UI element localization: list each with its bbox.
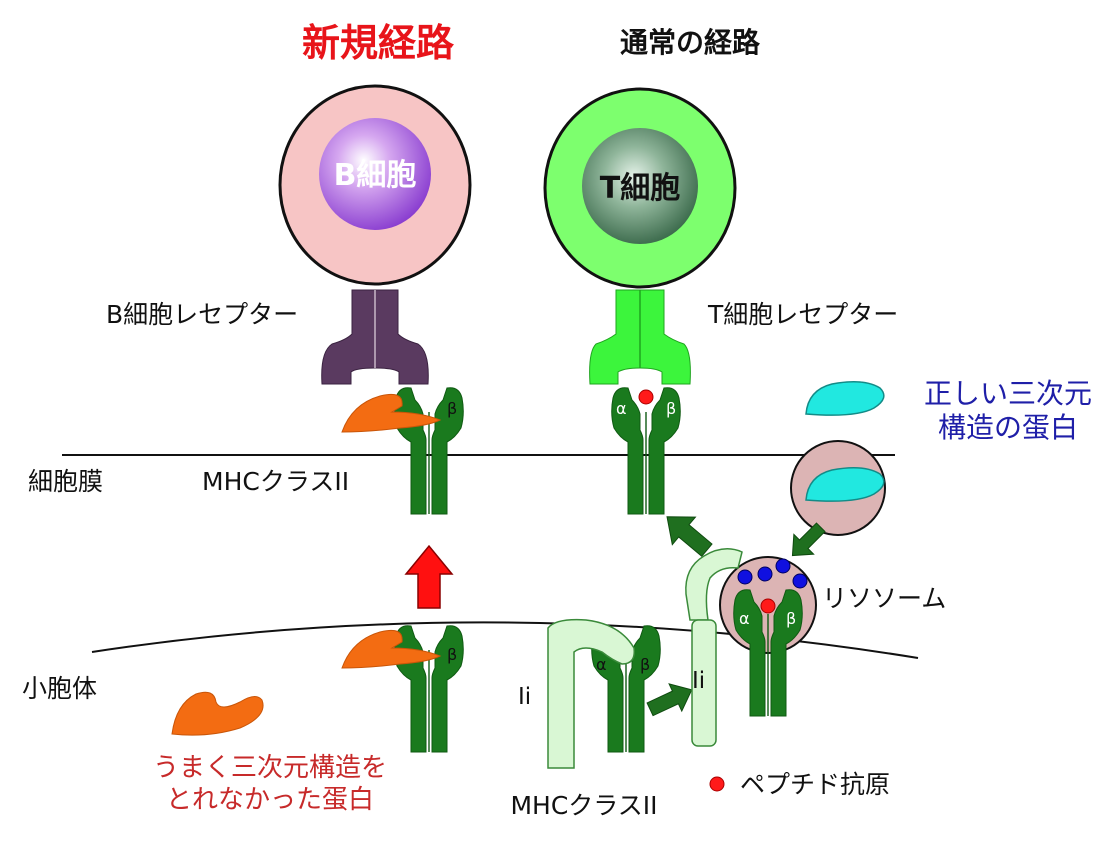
correct-protein-label-line2: 構造の蛋白 bbox=[938, 411, 1078, 444]
t-cell: T細胞 bbox=[543, 87, 737, 289]
arrow-vesicle-to-lysosome bbox=[791, 522, 826, 557]
correct-protein-label-line1: 正しい三次元 bbox=[924, 377, 1092, 410]
title-normal-pathway: 通常の経路 bbox=[620, 26, 761, 59]
ii-label-right: Ii bbox=[692, 668, 705, 694]
lysosome-label: リソソーム bbox=[822, 584, 946, 613]
invariant-chain-released-stem bbox=[691, 619, 717, 747]
beta-label-lysosome: β bbox=[786, 609, 796, 628]
t-cell-receptor-label: T細胞レセプター bbox=[707, 300, 898, 329]
arrow-lysosome-to-surface bbox=[666, 516, 713, 557]
b-cell: B細胞 bbox=[278, 84, 472, 286]
title-new-pathway: 新規経路 bbox=[302, 21, 455, 65]
b-cell-nucleus bbox=[319, 118, 431, 230]
misfolded-protein-free bbox=[171, 691, 264, 736]
upward-arrow-red bbox=[404, 544, 454, 609]
alpha-label-lysosome: α bbox=[739, 609, 750, 628]
b-cell-receptor-label: B細胞レセプター bbox=[106, 300, 298, 329]
beta-label-surface-new: β bbox=[447, 399, 457, 418]
b-cell-receptor bbox=[321, 289, 429, 385]
t-cell-label: T細胞 bbox=[600, 171, 680, 206]
mhc-label-lower: MHCクラスII bbox=[510, 791, 657, 820]
invariant-chain-er bbox=[547, 618, 635, 769]
beta-label-surface-normal: β bbox=[666, 399, 676, 418]
peptide-antigen-lysosome bbox=[760, 598, 776, 614]
cell-membrane-label: 細胞膜 bbox=[28, 467, 103, 496]
peptide-antigen-surface bbox=[638, 389, 654, 405]
legend-peptide-label: ペプチド抗原 bbox=[740, 770, 890, 799]
b-cell-label: B細胞 bbox=[334, 158, 417, 193]
alpha-label-er: α bbox=[596, 655, 607, 674]
misfolded-protein-bound-lower bbox=[341, 629, 442, 669]
arrow-er-to-ii-release bbox=[646, 683, 693, 717]
beta-label-er: β bbox=[640, 655, 650, 674]
correct-protein-in-vesicle bbox=[805, 467, 885, 502]
misfolded-protein-label-line1: うまく三次元構造を bbox=[153, 753, 387, 783]
er-label: 小胞体 bbox=[22, 674, 97, 703]
t-cell-nucleus bbox=[582, 128, 698, 244]
peptide-fragment-blue-3 bbox=[775, 558, 791, 574]
peptide-fragment-blue-4 bbox=[792, 573, 808, 589]
correct-protein-free bbox=[805, 381, 885, 416]
misfolded-protein-bound-upper bbox=[341, 393, 442, 433]
mhc-label-upper: MHCクラスII bbox=[202, 467, 349, 496]
ii-label-left: Ii bbox=[518, 684, 531, 710]
invariant-chain-released bbox=[685, 548, 743, 621]
beta-label-er-new: β bbox=[447, 645, 457, 664]
peptide-fragment-blue-1 bbox=[737, 569, 753, 585]
t-cell-receptor bbox=[589, 289, 691, 385]
alpha-label-surface-normal: α bbox=[616, 399, 627, 418]
misfolded-protein-label-line2: とれなかった蛋白 bbox=[166, 785, 374, 815]
legend-peptide-dot bbox=[709, 776, 725, 792]
peptide-fragment-blue-2 bbox=[757, 566, 773, 582]
legend-peptide-antigen: ペプチド抗原 bbox=[709, 770, 890, 799]
